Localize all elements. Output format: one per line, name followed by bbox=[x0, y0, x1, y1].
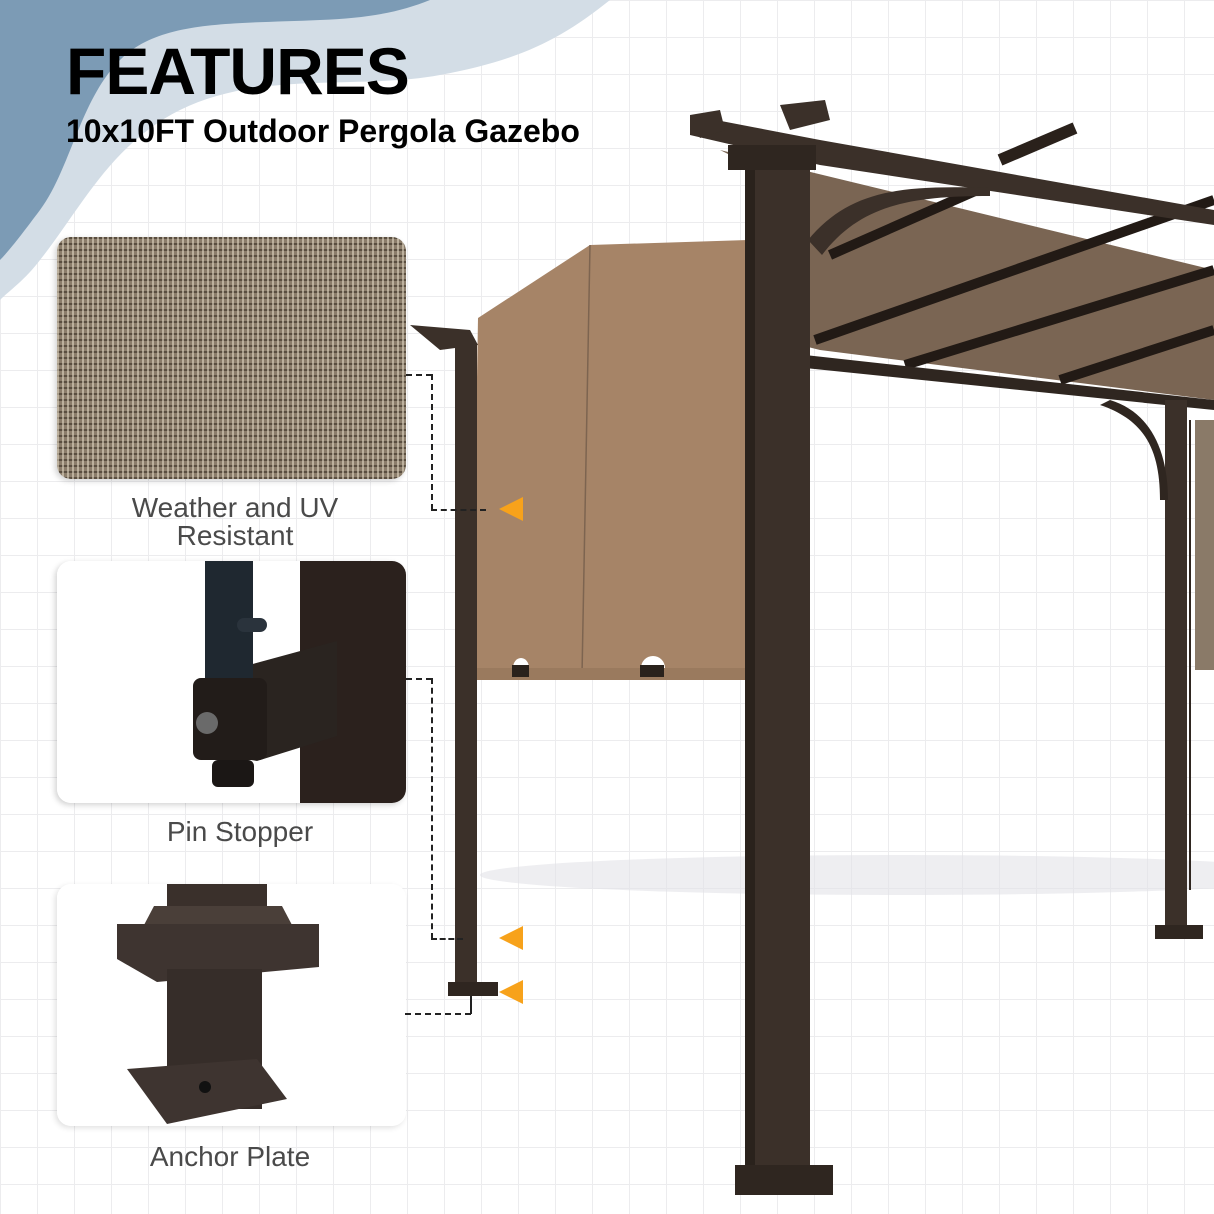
callout-line-pin-v bbox=[431, 678, 433, 939]
callout-line-fabric-h1 bbox=[406, 374, 432, 376]
pin-stopper-icon bbox=[57, 561, 406, 803]
pointer-arrow-icon-fabric bbox=[499, 497, 523, 521]
pergola-illustration bbox=[410, 100, 1214, 1195]
decorative-blob bbox=[0, 0, 610, 300]
feature-caption-pin-stopper: Pin Stopper bbox=[166, 816, 314, 847]
page-subtitle: 10x10FT Outdoor Pergola Gazebo bbox=[66, 113, 580, 149]
callout-line-pin-h1 bbox=[406, 678, 432, 680]
feature-caption-anchor-plate: Anchor Plate bbox=[149, 1141, 311, 1172]
feature-caption-weather: Weather and UV Resistant bbox=[57, 494, 413, 550]
callout-line-fabric-v bbox=[431, 374, 433, 510]
page-title: FEATURES bbox=[66, 34, 410, 108]
pointer-arrow-icon-pin bbox=[499, 926, 523, 950]
feature-card-anchor-plate bbox=[57, 884, 406, 1126]
pointer-arrow-icon-anchor bbox=[499, 980, 523, 1004]
caption-line-1: Weather and UV bbox=[131, 492, 339, 523]
feature-card-fabric bbox=[57, 237, 406, 479]
callout-line-fabric-h2 bbox=[431, 509, 486, 511]
caption-line-2: Resistant bbox=[176, 520, 294, 551]
anchor-plate-icon bbox=[57, 884, 406, 1126]
callout-line-anchor-v bbox=[470, 996, 472, 1014]
feature-card-pin-stopper bbox=[57, 561, 406, 803]
callout-line-pin-h2 bbox=[431, 938, 463, 940]
callout-line-anchor-h bbox=[405, 1013, 471, 1015]
